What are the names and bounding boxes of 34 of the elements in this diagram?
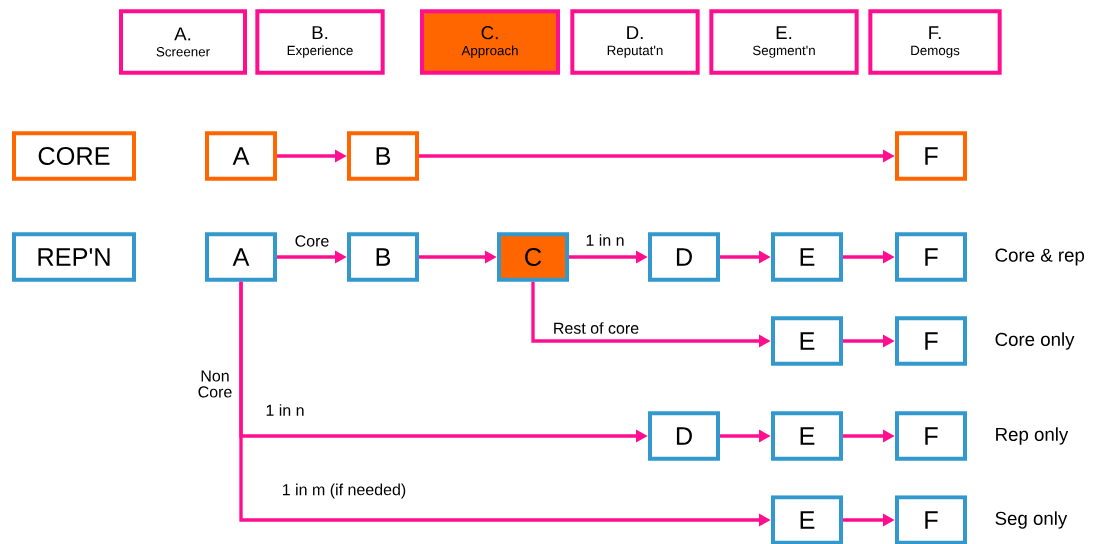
- row-label-box: CORE: [12, 131, 136, 181]
- step-box: D: [648, 411, 720, 461]
- step-box: F: [895, 495, 967, 544]
- row-caption: Seg only: [995, 511, 1068, 529]
- step-box: B: [347, 131, 419, 181]
- edge-label: 1 in n: [586, 234, 624, 246]
- step-box: F: [895, 411, 967, 461]
- header-box: D. Reputat'n: [570, 9, 700, 75]
- step-box: E: [771, 411, 843, 461]
- row-caption: Core & rep: [995, 248, 1085, 266]
- step-box: A: [205, 131, 277, 181]
- header-box: A. Screener: [119, 9, 247, 75]
- step-box: F: [895, 232, 967, 282]
- row-label-box: REP'N: [12, 232, 136, 282]
- step-box: A: [205, 232, 277, 282]
- edge-label: Rest of core: [554, 322, 639, 334]
- step-box: E: [771, 232, 843, 282]
- header-box: B. Experience: [255, 9, 385, 75]
- edge-label: 1 in m (if needed): [282, 483, 406, 499]
- step-box: E: [771, 495, 843, 544]
- header-box: E. Segment'n: [709, 9, 859, 75]
- row-caption: Core only: [995, 332, 1075, 350]
- step-box: C: [497, 232, 569, 282]
- row-caption: Rep only: [996, 427, 1069, 445]
- step-box: B: [347, 232, 419, 282]
- step-box: F: [895, 316, 967, 366]
- edge-label: Core: [295, 235, 329, 247]
- header-box: C. Approach: [420, 9, 560, 75]
- step-box: F: [895, 131, 967, 181]
- step-box: D: [648, 232, 720, 282]
- step-box: E: [771, 316, 843, 366]
- branch-label: Non Core: [198, 370, 232, 398]
- edge-label: 1 in n: [266, 404, 304, 416]
- header-box: F. Demogs: [868, 9, 1002, 75]
